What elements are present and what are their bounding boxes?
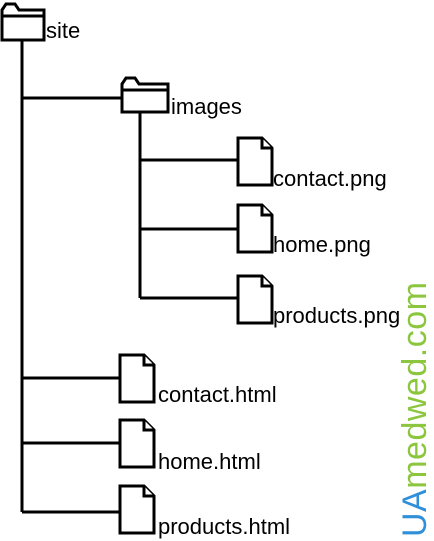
file-label-contact-html: contact.html	[158, 382, 277, 407]
file-label-products-html: products.html	[158, 514, 291, 539]
file-label-home-png: home.png	[273, 232, 371, 257]
file-icon	[118, 484, 156, 535]
watermark-part-b: medwed.com	[396, 281, 434, 489]
watermark-part-a: UA	[396, 488, 434, 537]
file-label-products-png: products.png	[273, 303, 401, 328]
file-icon	[236, 203, 274, 254]
file-icon	[236, 136, 274, 187]
images-folder-label: images	[171, 94, 242, 119]
folder-icon	[120, 76, 170, 114]
root-folder-label: site	[46, 18, 81, 43]
file-label-home-html: home.html	[158, 449, 261, 474]
folder-icon	[0, 2, 46, 42]
file-icon	[236, 274, 274, 325]
file-label-contact-png: contact.png	[273, 166, 387, 191]
watermark-logo: UAmedwed.com	[396, 281, 434, 537]
file-icon	[118, 418, 156, 469]
file-icon	[118, 353, 156, 404]
